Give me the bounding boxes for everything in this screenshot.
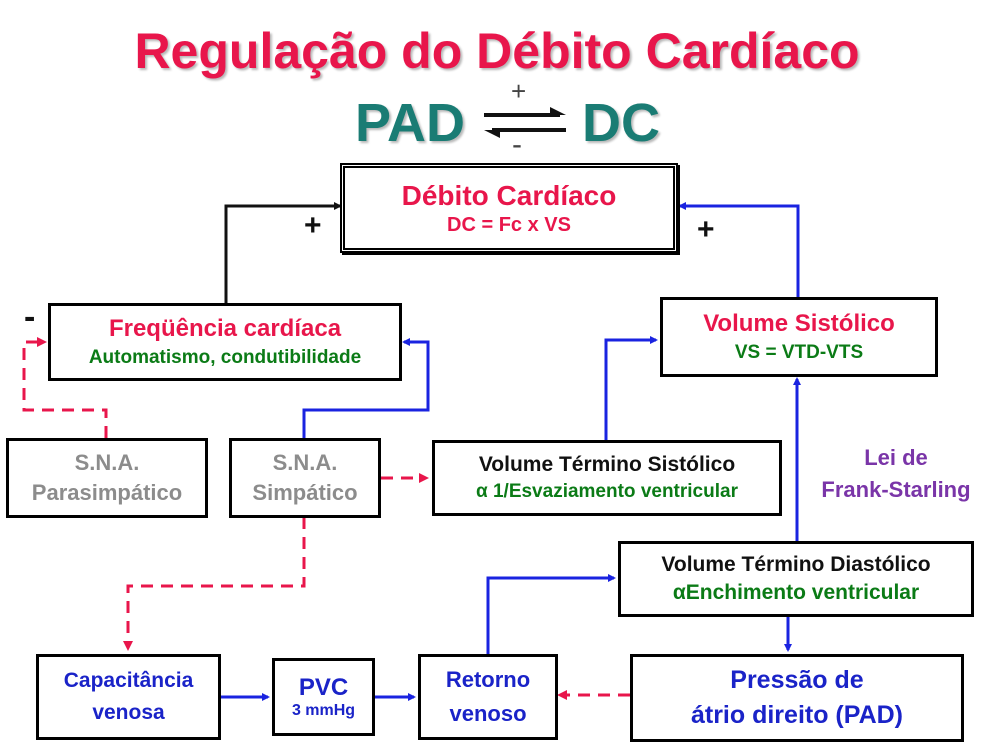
dc-title: Débito Cardíaco (401, 179, 617, 211)
retorno-line1: Retorno (445, 667, 531, 692)
box-frequencia-cardiaca: Freqüência cardíaca Automatismo, conduti… (48, 303, 402, 381)
dc-formula: DC = Fc x VS (447, 213, 571, 236)
box-sna-simpatico: S.N.A. Simpático (229, 438, 381, 518)
box-volume-termino-sistolico: Volume Término Sistólico α 1/Esvaziament… (432, 440, 782, 516)
minus-sign-fc: - (24, 298, 36, 336)
frank-starling-line2: Frank-Starling (821, 477, 971, 502)
pad-line1: Pressão de (730, 666, 864, 694)
pvc-line1: PVC (298, 674, 349, 701)
header-minus: - (512, 128, 522, 161)
box-retorno-venoso: Retorno venoso (418, 654, 558, 740)
vs-subtitle: VS = VTD-VTS (734, 342, 864, 363)
fc-subtitle: Automatismo, condutibilidade (88, 347, 362, 368)
vts-subtitle: α 1/Esvaziamento ventricular (476, 481, 738, 502)
arrow-vs-to-dc (678, 202, 800, 297)
frank-starling-label: Lei de Frank-Starling (800, 445, 992, 503)
vs-title: Volume Sistólico (703, 310, 895, 337)
pad-line2: átrio direito (PAD) (690, 701, 904, 729)
sna-para-line1: S.N.A. (74, 450, 140, 475)
arrow-vts-to-vs (604, 336, 658, 440)
box-debito-cardiaco: Débito Cardíaco DC = Fc x VS (340, 163, 678, 253)
header-plus: + (511, 76, 527, 106)
box-volume-sistolico: Volume Sistólico VS = VTD-VTS (660, 297, 938, 377)
cap-line2: venosa (92, 701, 165, 724)
pvc-line2: 3 mmHg (291, 702, 356, 719)
frank-starling-line1: Lei de (864, 445, 928, 470)
arrow-para-to-fc (22, 337, 108, 438)
equilibrium-arrows-icon (484, 107, 566, 138)
retorno-line2: venoso (449, 701, 527, 726)
plus-sign-right: + (697, 213, 715, 246)
box-capacitancia-venosa: Capacitância venosa (36, 654, 221, 740)
sna-simp-line1: S.N.A. (272, 450, 338, 475)
vts-title: Volume Término Sistólico (478, 453, 736, 476)
arrow-fc-to-dc (224, 202, 342, 303)
page-title: Regulação do Débito Cardíaco (134, 23, 860, 79)
sna-para-line2: Parasimpático (31, 480, 183, 505)
box-sna-parasimpatico: S.N.A. Parasimpático (6, 438, 208, 518)
header-dc: DC (582, 93, 660, 153)
box-volume-termino-diastolico: Volume Término Diastólico αEnchimento ve… (618, 541, 974, 617)
vtd-subtitle: αEnchimento ventricular (672, 581, 920, 604)
arrow-simp-to-cap (123, 517, 306, 651)
fc-title: Freqüência cardíaca (108, 315, 342, 342)
sna-simp-line2: Simpático (252, 480, 358, 505)
plus-sign-left: + (304, 209, 322, 242)
vtd-title: Volume Término Diastólico (661, 553, 931, 576)
header-pad: PAD (355, 93, 466, 153)
box-pvc: PVC 3 mmHg (272, 658, 375, 736)
box-pressao-atrio-direito: Pressão de átrio direito (PAD) (630, 654, 964, 742)
arrow-retorno-to-vtd (486, 574, 616, 654)
cap-line1: Capacitância (63, 669, 194, 692)
arrow-simp-to-fc (302, 338, 430, 438)
